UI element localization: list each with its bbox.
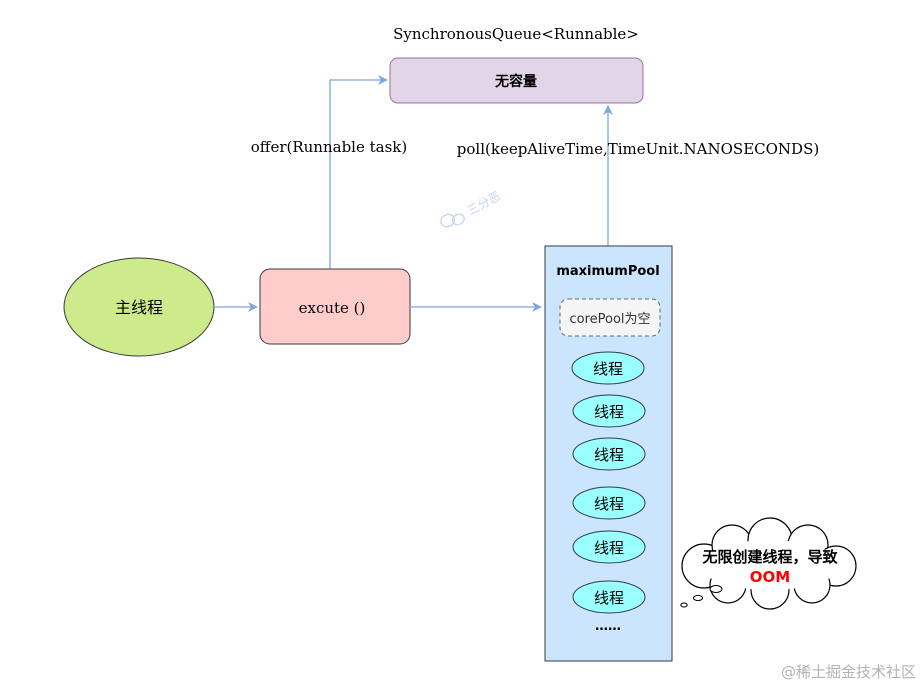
queue-title: SynchronousQueue<Runnable> bbox=[393, 25, 639, 43]
thread-label: 线程 bbox=[594, 446, 624, 464]
thread-label: 线程 bbox=[594, 403, 624, 421]
thread-node: 线程 bbox=[572, 530, 646, 564]
oom-callout: 无限创建线程，导致 OOM bbox=[680, 517, 857, 610]
cloud-shape bbox=[681, 517, 857, 610]
thread-node: 线程 bbox=[572, 394, 646, 428]
execute-node: excute () bbox=[259, 268, 411, 345]
callout-text: 无限创建线程，导致 bbox=[701, 548, 838, 566]
thread-label: 线程 bbox=[594, 539, 624, 557]
author-watermark-text: 三分恶 bbox=[465, 189, 503, 218]
callout-oom: OOM bbox=[750, 568, 790, 586]
core-pool-node: corePool为空 bbox=[559, 298, 661, 337]
synchronous-queue-node: 无容量 bbox=[389, 57, 644, 104]
thread-label: 线程 bbox=[594, 495, 624, 513]
main-thread-label: 主线程 bbox=[115, 298, 163, 317]
thread-label: 线程 bbox=[593, 360, 623, 378]
thread-node: 线程 bbox=[572, 580, 646, 614]
site-watermark: @稀土掘金技术社区 bbox=[781, 663, 916, 681]
main-thread-node: 主线程 bbox=[63, 257, 215, 357]
thread-list: 线程 线程 线程 线程 线程 线程 bbox=[571, 351, 646, 614]
poll-label: poll(keepAliveTime,TimeUnit.NANOSECONDS) bbox=[457, 140, 819, 158]
thread-node: 线程 bbox=[572, 486, 646, 520]
queue-capacity-label: 无容量 bbox=[494, 73, 537, 90]
author-watermark: 三分恶 bbox=[440, 189, 503, 228]
thread-node: 线程 bbox=[572, 437, 646, 471]
thread-label: 线程 bbox=[594, 589, 624, 607]
core-pool-label: corePool为空 bbox=[569, 312, 650, 327]
offer-edge bbox=[329, 75, 388, 269]
maximum-pool-container: maximumPool corePool为空 线程 线程 线程 线程 bbox=[544, 245, 673, 662]
maximum-pool-title: maximumPool bbox=[556, 264, 659, 279]
more-threads-ellipsis: …… bbox=[595, 619, 621, 634]
thread-node: 线程 bbox=[571, 351, 645, 385]
execute-label: excute () bbox=[299, 299, 366, 317]
wechat-icon bbox=[440, 213, 465, 228]
offer-label: offer(Runnable task) bbox=[251, 138, 407, 156]
